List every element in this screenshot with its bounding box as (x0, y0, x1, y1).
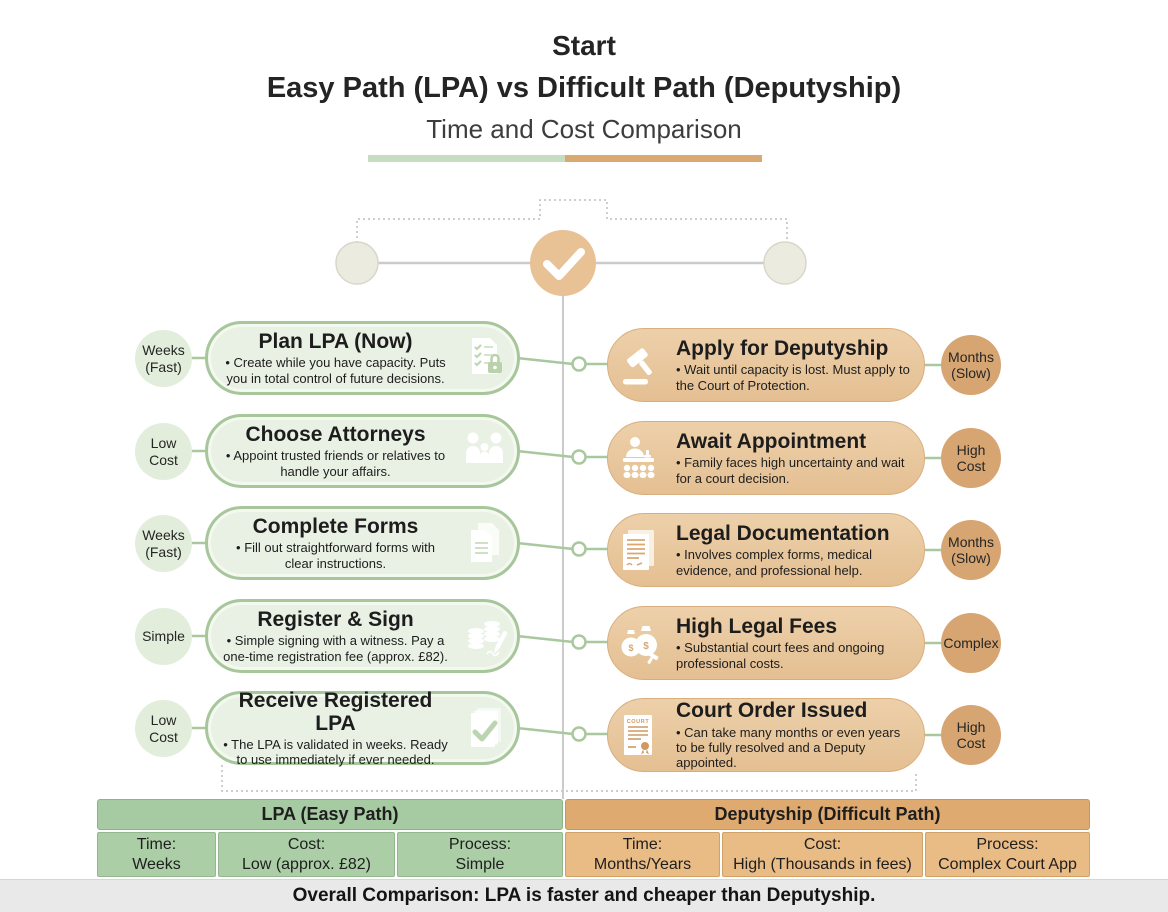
row-connector-lines (188, 356, 942, 737)
step-choose-attorneys: Choose Attorneys • Appoint trusted frien… (205, 414, 520, 488)
cell-label: Cost: (803, 835, 842, 853)
document-check-icon (455, 704, 517, 752)
step-await-appointment: Await Appointment • Family faces high un… (607, 421, 925, 495)
step-title: High Legal Fees (676, 615, 838, 639)
step-register-sign: Register & Sign • Simple signing with a … (205, 599, 520, 673)
step-plan-lpa: Plan LPA (Now) • Create while you have c… (205, 321, 520, 395)
divider-tan-half (565, 155, 762, 162)
step-desc: • Family faces high uncertainty and wait… (676, 455, 905, 486)
badge-complex: Complex (941, 613, 1001, 673)
badge-high-cost: High Cost (941, 428, 1001, 488)
money-bags-icon: $$ (608, 619, 670, 667)
badge-low-cost: Low Cost (135, 423, 192, 480)
badge-weeks-fast: Weeks (Fast) (135, 330, 192, 387)
page-subtitle: Time and Cost Comparison (426, 114, 742, 144)
checklist-lock-icon (455, 334, 517, 382)
badge-simple: Simple (135, 608, 192, 665)
step-desc: • Fill out straightforward forms with cl… (236, 540, 435, 571)
cell-dep-process: Process: Complex Court App (925, 832, 1090, 877)
step-desc: • Substantial court fees and ongoing pro… (676, 640, 885, 671)
svg-text:$: $ (643, 641, 649, 652)
forms-icon (455, 519, 517, 567)
step-desc: • Create while you have capacity. Puts y… (225, 355, 446, 386)
step-apply-deputyship: Apply for Deputyship • Wait until capaci… (607, 328, 925, 402)
title-divider (368, 155, 762, 162)
page-title: Easy Path (LPA) vs Difficult Path (Deput… (266, 72, 902, 104)
court-doc-label: COURT (627, 719, 650, 725)
cell-value: Complex Court App (938, 855, 1077, 873)
badge-months-slow: Months (Slow) (941, 335, 1001, 395)
step-title: Legal Documentation (676, 522, 890, 546)
badge-weeks-fast-2: Weeks (Fast) (135, 515, 192, 572)
step-title: Court Order Issued (676, 699, 868, 723)
step-high-legal-fees: $$ High Legal Fees • Substantial court f… (607, 606, 925, 680)
table-header-lpa: LPA (Easy Path) (97, 799, 563, 830)
svg-text:$: $ (628, 643, 633, 653)
table-header-deputyship: Deputyship (Difficult Path) (565, 799, 1090, 830)
step-legal-documentation: Legal Documentation • Involves complex f… (607, 513, 925, 587)
row-node-circles (571, 356, 587, 742)
badge-months-slow-2: Months (Slow) (941, 520, 1001, 580)
check-node (530, 230, 596, 296)
step-desc: • Wait until capacity is lost. Must appl… (676, 362, 910, 393)
divider-green-half (368, 155, 565, 162)
cell-label: Process: (976, 835, 1039, 853)
dotted-bracket-top (356, 199, 788, 243)
badge-high-cost-2: High Cost (941, 705, 1001, 765)
step-receive-lpa: Receive Registered LPA • The LPA is vali… (205, 688, 520, 768)
cell-lpa-time: Time: Weeks (97, 832, 216, 877)
cell-lpa-cost: Cost: Low (approx. £82) (218, 832, 395, 877)
family-icon (455, 427, 517, 475)
step-title: Complete Forms (252, 515, 419, 539)
cell-label: Cost: (287, 835, 326, 853)
cell-dep-time: Time: Months/Years (565, 832, 720, 877)
step-complete-forms: Complete Forms • Fill out straightforwar… (205, 506, 520, 580)
overall-comparison-bar: Overall Comparison: LPA is faster and ch… (0, 879, 1168, 912)
court-order-icon: COURT (608, 711, 670, 759)
cell-value: Simple (455, 855, 505, 873)
cell-dep-cost: Cost: High (Thousands in fees) (722, 832, 923, 877)
cell-value: Weeks (132, 855, 181, 873)
step-title: Receive Registered LPA (238, 688, 433, 735)
step-title: Await Appointment (676, 430, 867, 454)
step-title: Choose Attorneys (245, 423, 426, 447)
check-icon (543, 248, 585, 280)
cell-label: Time: (136, 835, 177, 853)
court-hearing-icon (608, 434, 670, 482)
cell-value: Low (approx. £82) (242, 855, 371, 873)
cell-label: Process: (448, 835, 512, 853)
step-desc: • Involves complex forms, medical eviden… (676, 547, 873, 578)
cell-label: Time: (622, 835, 663, 853)
gavel-icon (608, 341, 670, 389)
cell-lpa-process: Process: Simple (397, 832, 563, 877)
cell-value: High (Thousands in fees) (733, 855, 912, 873)
step-court-order-issued: COURT Court Order Issued • Can take many… (607, 698, 925, 772)
start-label: Start (552, 30, 616, 61)
legal-document-icon (608, 526, 670, 574)
step-desc: • Appoint trusted friends or relatives t… (225, 448, 446, 479)
badge-low-cost-2: Low Cost (135, 700, 192, 757)
coins-pen-icon (455, 612, 517, 660)
start-node-right (763, 241, 807, 285)
step-title: Register & Sign (257, 608, 414, 632)
step-title: Plan LPA (Now) (258, 330, 413, 354)
start-node-left (335, 241, 379, 285)
step-title: Apply for Deputyship (676, 337, 889, 361)
step-desc: • The LPA is validated in weeks. Ready t… (223, 736, 448, 768)
step-desc: • Simple signing with a witness. Pay a o… (223, 633, 448, 664)
cell-value: Months/Years (593, 855, 692, 873)
step-desc: • Can take many months or even years to … (676, 724, 901, 771)
